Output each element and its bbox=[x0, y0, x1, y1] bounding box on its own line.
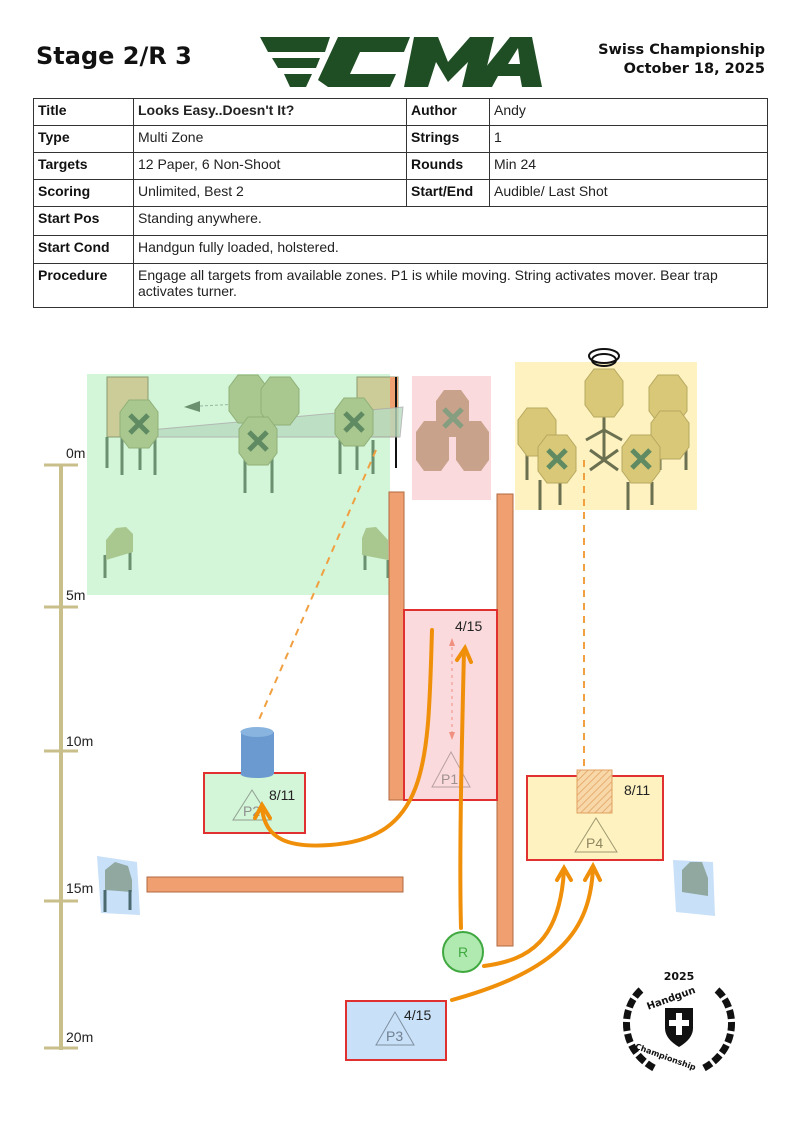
scale-label: 15m bbox=[66, 880, 93, 896]
scale-label: 0m bbox=[66, 445, 85, 461]
distance-scale: 0m 5m 10m 15m 20m bbox=[44, 445, 93, 1050]
yellow-targets bbox=[517, 348, 690, 510]
championship-badge: 2025 Handgun Championship bbox=[623, 970, 735, 1072]
position-p2: P2 8/11 bbox=[203, 727, 306, 834]
scoring-value: Unlimited, Best 2 bbox=[133, 179, 407, 207]
movement-routes bbox=[253, 628, 602, 1002]
position-p4: P4 8/11 bbox=[526, 769, 664, 861]
title-value: Looks Easy..Doesn't It? bbox=[133, 98, 407, 126]
procedure-label: Procedure bbox=[33, 263, 134, 308]
round-count: 4/15 bbox=[455, 618, 482, 634]
position-label: P4 bbox=[586, 835, 603, 851]
scale-label: 10m bbox=[66, 733, 93, 749]
green-targets bbox=[103, 374, 404, 578]
pink-targets bbox=[416, 390, 489, 471]
position-p3: P3 4/15 bbox=[345, 1000, 447, 1061]
badge-year: 2025 bbox=[664, 970, 695, 983]
round-count: 8/11 bbox=[624, 782, 650, 798]
walls bbox=[146, 491, 514, 947]
scale-label: 20m bbox=[66, 1029, 93, 1045]
no-shoot-targets bbox=[97, 856, 715, 916]
author-label: Author bbox=[406, 98, 490, 126]
type-label: Type bbox=[33, 125, 134, 153]
targets-label: Targets bbox=[33, 152, 134, 180]
event-date: October 18, 2025 bbox=[623, 61, 765, 77]
startcond-label: Start Cond bbox=[33, 235, 134, 264]
targets-value: 12 Paper, 6 Non-Shoot bbox=[133, 152, 407, 180]
round-count: 8/11 bbox=[269, 787, 295, 803]
position-label: P3 bbox=[386, 1028, 403, 1044]
event-name: Swiss Championship bbox=[598, 42, 765, 58]
startpos-value: Standing anywhere. bbox=[133, 206, 768, 236]
position-p1: P1 4/15 bbox=[403, 609, 498, 801]
cma-logo bbox=[260, 37, 542, 87]
strings-label: Strings bbox=[406, 125, 490, 153]
start-position: R bbox=[442, 931, 484, 973]
rounds-label: Rounds bbox=[406, 152, 490, 180]
position-label: P1 bbox=[441, 771, 458, 787]
scale-label: 5m bbox=[66, 587, 85, 603]
stage-title: Stage 2/R 3 bbox=[36, 42, 192, 70]
round-count: 4/15 bbox=[404, 1007, 431, 1023]
startcond-value: Handgun fully loaded, holstered. bbox=[133, 235, 768, 264]
rounds-value: Min 24 bbox=[489, 152, 768, 180]
event-info: Swiss Championship October 18, 2025 bbox=[598, 41, 765, 79]
start-label: R bbox=[458, 944, 468, 960]
line-of-sight bbox=[257, 449, 585, 770]
scoring-label: Scoring bbox=[33, 179, 134, 207]
author-value: Andy bbox=[489, 98, 768, 126]
procedure-value: Engage all targets from available zones.… bbox=[133, 263, 768, 308]
